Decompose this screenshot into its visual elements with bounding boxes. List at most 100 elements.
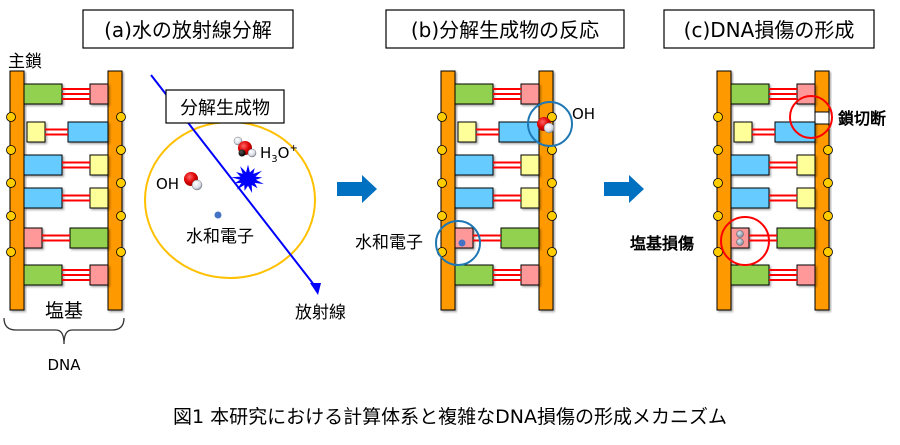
radiation-arrowhead — [310, 283, 321, 295]
phosphate-left — [6, 178, 16, 188]
base-right-pink — [796, 83, 816, 105]
base-left-green — [730, 264, 770, 286]
phosphate-right — [116, 211, 126, 221]
base-left-green — [454, 264, 494, 286]
ionization-burst-icon — [231, 164, 264, 193]
electron-attack-highlight — [435, 220, 481, 266]
base-left-yellow — [26, 121, 46, 143]
base-left-green — [23, 264, 63, 286]
dna-ladder-c — [713, 70, 833, 311]
phosphate-left — [437, 211, 447, 221]
phosphate-right — [116, 112, 126, 122]
strand-break-gap — [814, 111, 830, 125]
phosphate-left — [713, 145, 723, 155]
base-left-pink — [730, 227, 750, 249]
phosphate-left — [437, 145, 447, 155]
phosphate-left — [6, 145, 16, 155]
phosphate-left — [437, 112, 447, 122]
base-left-blue — [454, 154, 494, 176]
phosphate-left — [713, 211, 723, 221]
base-right-yellow — [796, 187, 816, 209]
base-left-blue — [23, 187, 63, 209]
phosphate-left — [713, 178, 723, 188]
b-hydrated-electron-label: 水和電子 — [355, 233, 423, 253]
base-left-yellow — [457, 121, 477, 143]
arrow-a-to-b-icon — [337, 175, 377, 203]
phosphate-right — [823, 247, 833, 257]
phosphate-right — [116, 145, 126, 155]
backbone-strand-left — [9, 70, 25, 311]
phosphate-right — [547, 247, 557, 257]
base-right-blue — [67, 121, 109, 143]
phosphate-left — [713, 247, 723, 257]
phosphate-left — [6, 211, 16, 221]
strand-break-label: 鎖切断 — [838, 109, 886, 128]
h3o-label: H3O+ — [260, 143, 298, 165]
base-right-yellow — [796, 154, 816, 176]
base-right-pink — [520, 83, 540, 105]
products-box-text: 分解生成物 — [180, 98, 270, 119]
hydrated-electron-dot — [214, 211, 222, 219]
dna-label: DNA — [47, 356, 81, 374]
panel-title-b: (b)分解生成物の反応 — [385, 9, 625, 49]
base-left-yellow — [733, 121, 753, 143]
base-right-yellow — [89, 154, 109, 176]
panel-title-c-text: (c)DNA損傷の形成 — [684, 18, 855, 42]
base-right-pink — [89, 264, 109, 286]
base-left-green — [23, 83, 63, 105]
oh-molecule-icon — [184, 172, 203, 191]
oh-attack-highlight — [527, 101, 573, 147]
backbone-strand-right — [538, 70, 554, 311]
hydrated-electron-label: 水和電子 — [186, 227, 254, 247]
phosphate-right — [823, 178, 833, 188]
phosphate-right — [547, 211, 557, 221]
oh-label: OH — [156, 175, 179, 193]
phosphate-left — [6, 112, 16, 122]
phosphate-left — [437, 178, 447, 188]
panel-title-a: (a)水の放射線分解 — [82, 9, 294, 49]
products-box: 分解生成物 — [165, 89, 285, 124]
b-oh-label: OH — [572, 105, 595, 123]
base-right-green — [500, 227, 540, 249]
base-right-pink — [796, 264, 816, 286]
base-right-yellow — [520, 154, 540, 176]
base-right-green — [776, 227, 816, 249]
damage-adduct-icon — [736, 238, 744, 246]
base-left-blue — [23, 154, 63, 176]
dna-ladder-a — [6, 70, 126, 311]
backbone-strand-left — [440, 70, 456, 311]
radiation-label: 放射線 — [295, 303, 346, 323]
dna-ladder-b — [437, 70, 557, 311]
figure-caption: 図1 本研究における計算体系と複雑なDNA損傷の形成メカニズム — [173, 406, 727, 428]
phosphate-right — [547, 112, 557, 122]
base-right-pink — [520, 264, 540, 286]
panel-title-c: (c)DNA損傷の形成 — [663, 9, 875, 49]
strand-break-highlight — [789, 95, 833, 139]
base-left-blue — [730, 154, 770, 176]
base-left-pink — [23, 227, 43, 249]
panel-title-b-text: (b)分解生成物の反応 — [411, 18, 599, 42]
base-right-pink — [89, 83, 109, 105]
phosphate-right — [823, 145, 833, 155]
base-right-green — [69, 227, 109, 249]
damage-adduct-icon — [736, 230, 744, 238]
phosphate-right — [116, 178, 126, 188]
base-damage-label: 塩基損傷 — [630, 234, 694, 253]
base-damage-highlight — [720, 216, 770, 266]
base-left-green — [454, 83, 494, 105]
phosphate-right — [823, 211, 833, 221]
backbone-strand-left — [716, 70, 732, 311]
arrow-b-to-c-icon — [604, 175, 644, 203]
backbone-strand-right-upper — [814, 70, 830, 113]
base-left-blue — [454, 187, 494, 209]
panel-title-a-text: (a)水の放射線分解 — [104, 18, 272, 42]
phosphate-left — [6, 247, 16, 257]
phosphate-right — [547, 178, 557, 188]
base-right-yellow — [520, 187, 540, 209]
base-left-blue — [730, 187, 770, 209]
dna-brace — [3, 317, 125, 345]
base-right-yellow — [89, 187, 109, 209]
backbone-strand-right — [107, 70, 123, 311]
base-label: 塩基 — [45, 300, 83, 322]
